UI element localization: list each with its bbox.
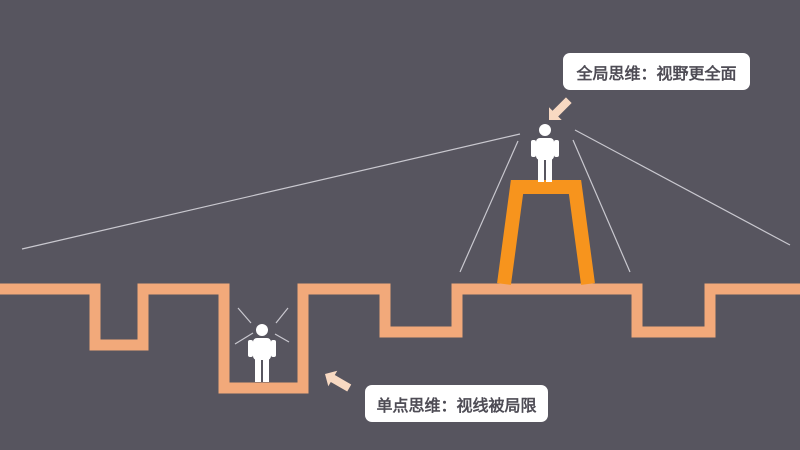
arrow-to-top-person-icon — [549, 97, 572, 120]
global-thinking-label: 全局思维：视野更全面 — [563, 53, 750, 90]
single-point-thinking-label: 单点思维：视线被局限 — [365, 385, 548, 422]
person-on-platform-icon — [531, 124, 559, 182]
narrow-sightlines — [234, 307, 290, 345]
wide-sightlines — [21, 129, 791, 273]
ground-line — [0, 283, 800, 394]
elevated-platform — [497, 180, 595, 285]
arrow-to-pit-icon — [325, 370, 352, 392]
person-in-pit-icon — [248, 324, 276, 382]
